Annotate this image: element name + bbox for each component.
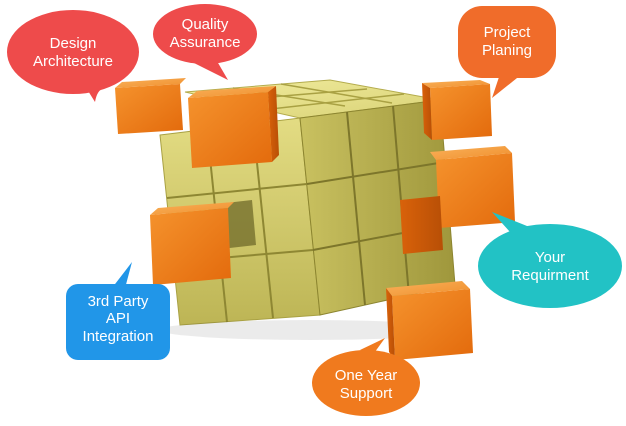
bubble-quality-assurance: Quality Assurance (153, 4, 257, 80)
bubble-line: Assurance (170, 34, 241, 51)
bubble-line: Design (50, 35, 97, 52)
bubble-line: Planing (482, 42, 532, 59)
bubble-line: Quality (182, 16, 229, 33)
bubble-line: 3rd Party (88, 293, 149, 310)
orange-cube (188, 86, 279, 168)
bubble-line: Integration (83, 328, 154, 345)
orange-cube (386, 281, 473, 360)
bubble-line: One Year (335, 367, 398, 384)
bubble-line: Your (535, 249, 565, 266)
orange-cube (430, 146, 515, 228)
orange-cube (422, 80, 492, 140)
bubble-line: Architecture (33, 53, 113, 70)
bubble-one-year-support: One Year Support (312, 338, 420, 416)
bubble-project-planing: Project Planing (458, 6, 556, 98)
bubble-your-requirment: Your Requirment (478, 212, 622, 308)
orange-cube (150, 202, 234, 285)
bubble-design-architecture: Design Architecture (7, 10, 139, 102)
bubble-line: Requirment (511, 267, 589, 284)
bubble-line: Project (484, 24, 532, 41)
orange-cube (115, 78, 186, 134)
orange-cube (400, 196, 443, 254)
bubble-line: API (106, 310, 130, 327)
bubble-api-integration: 3rd Party API Integration (66, 262, 170, 360)
bubble-line: Support (340, 385, 393, 402)
